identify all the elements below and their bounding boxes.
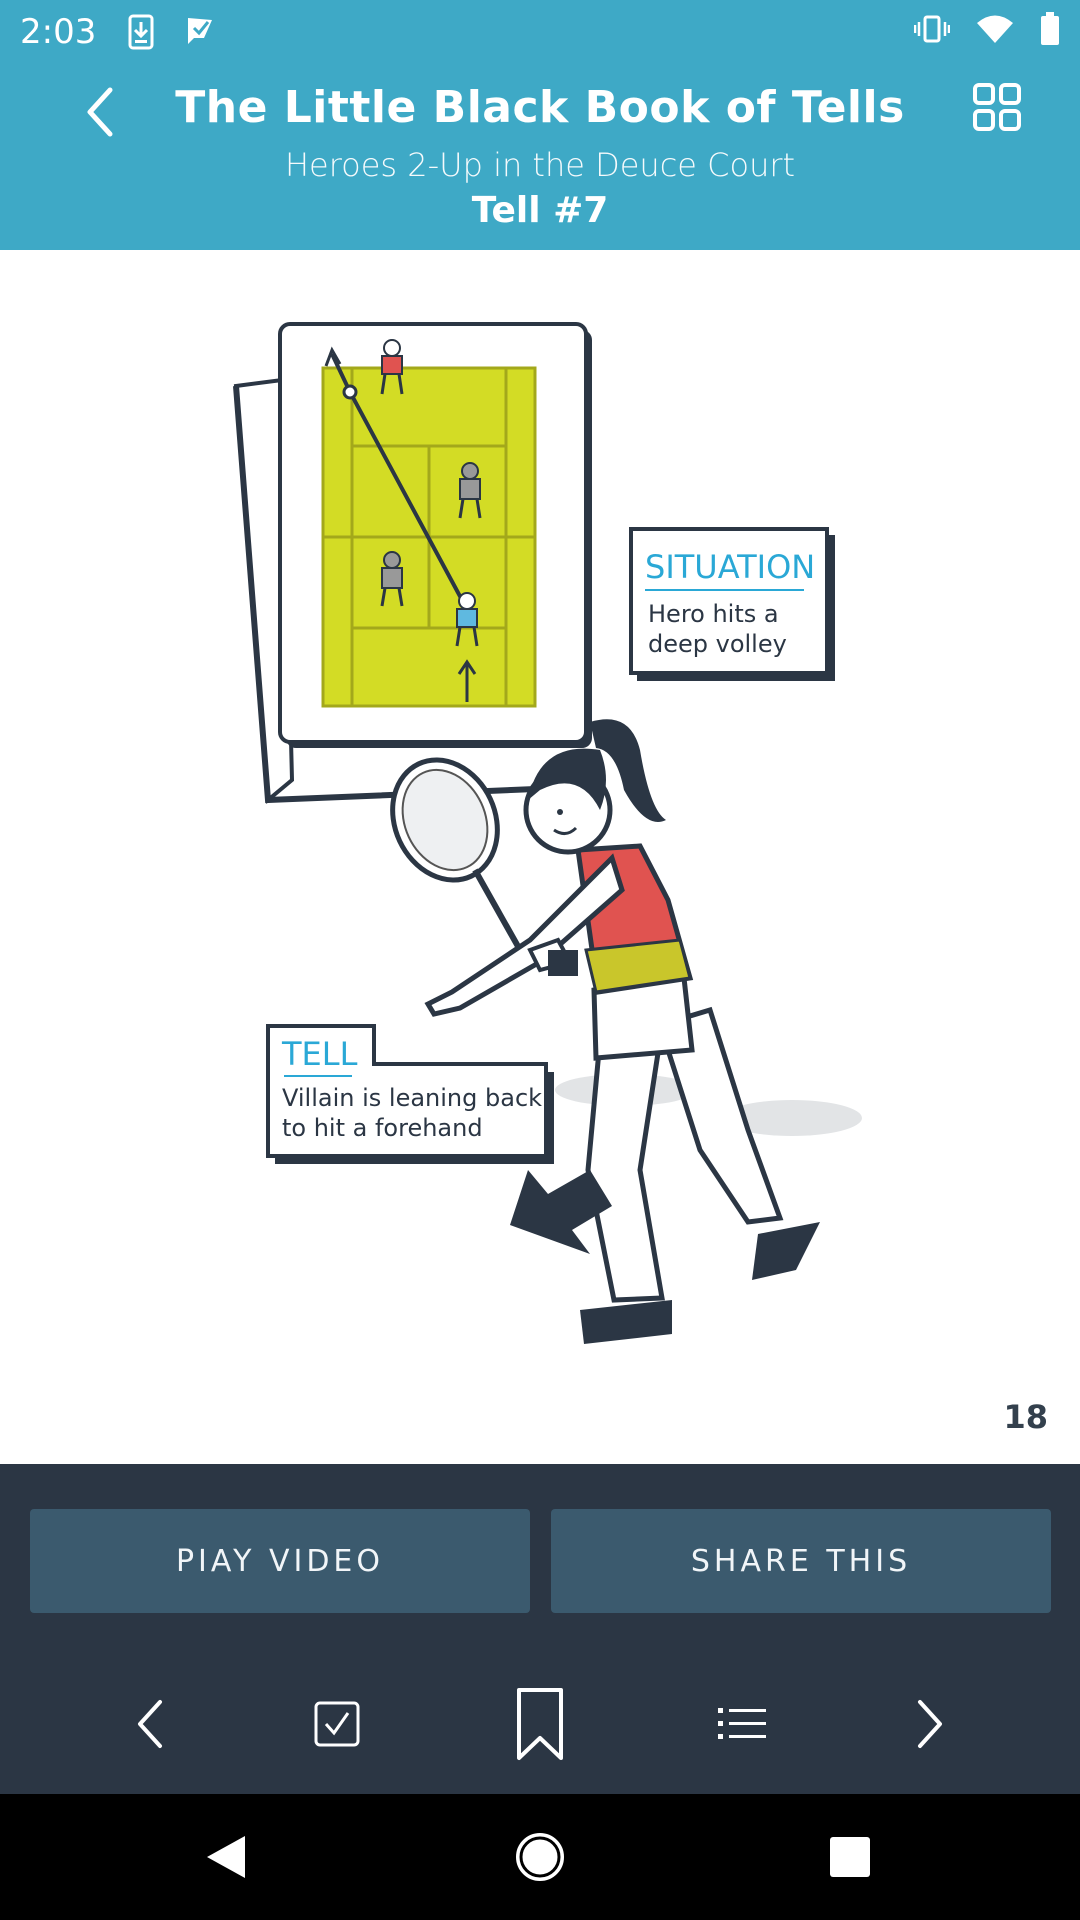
next-icon[interactable] <box>870 1654 990 1794</box>
checkbox-icon[interactable] <box>277 1654 397 1794</box>
player-top <box>380 339 404 395</box>
status-time: 2:03 <box>20 12 97 52</box>
system-nav <box>0 1794 1080 1920</box>
tennis-player <box>390 719 862 1344</box>
chevron-left-icon[interactable] <box>78 82 122 142</box>
wifi-icon <box>976 14 1014 49</box>
tell-heading: TELL <box>281 1035 358 1073</box>
grid-icon[interactable] <box>972 82 1022 132</box>
tell-box: TELL Villain is leaning back to hit a fo… <box>266 1024 554 1164</box>
situation-line1: Hero hits a <box>648 600 779 628</box>
back-icon[interactable] <box>190 1822 260 1892</box>
situation-heading: SITUATION <box>645 548 815 586</box>
share-button[interactable]: SHARE THIS <box>551 1509 1051 1613</box>
battery-icon <box>1040 12 1060 51</box>
court-card <box>278 322 592 748</box>
list-icon[interactable] <box>682 1654 802 1794</box>
page-subtitle: Heroes 2-Up in the Deuce Court <box>284 146 796 184</box>
recents-icon[interactable] <box>815 1822 885 1892</box>
tell-number: Tell #7 <box>471 190 609 231</box>
tell-line1: Villain is leaning back <box>282 1084 542 1112</box>
vibrate-icon <box>913 14 951 49</box>
check-flag-icon <box>184 14 216 55</box>
page-number: 18 <box>1003 1398 1048 1436</box>
situation-box: SITUATION Hero hits a deep volley <box>629 527 835 681</box>
download-icon <box>128 14 154 55</box>
bookmark-icon[interactable] <box>480 1654 600 1794</box>
player-left <box>380 551 404 607</box>
situation-line2: deep volley <box>648 630 787 658</box>
play-video-button[interactable]: PIAY VIDEO <box>30 1509 530 1613</box>
page-title: The Little Black Book of Tells <box>175 82 905 133</box>
previous-icon[interactable] <box>90 1654 210 1794</box>
tell-illustration: SITUATION Hero hits a deep volley <box>233 322 862 1344</box>
tell-content: SITUATION Hero hits a deep volley <box>0 250 1080 1464</box>
bottom-nav <box>0 1654 1080 1794</box>
action-panel: PIAY VIDEO SHARE THIS <box>0 1464 1080 1794</box>
player-right <box>458 462 482 519</box>
tell-line2: to hit a forehand <box>282 1114 483 1142</box>
app-header: The Little Black Book of Tells Heroes 2-… <box>0 64 1080 250</box>
home-icon[interactable] <box>505 1822 575 1892</box>
player-hero <box>455 592 479 647</box>
status-bar: 2:03 <box>0 0 1080 64</box>
